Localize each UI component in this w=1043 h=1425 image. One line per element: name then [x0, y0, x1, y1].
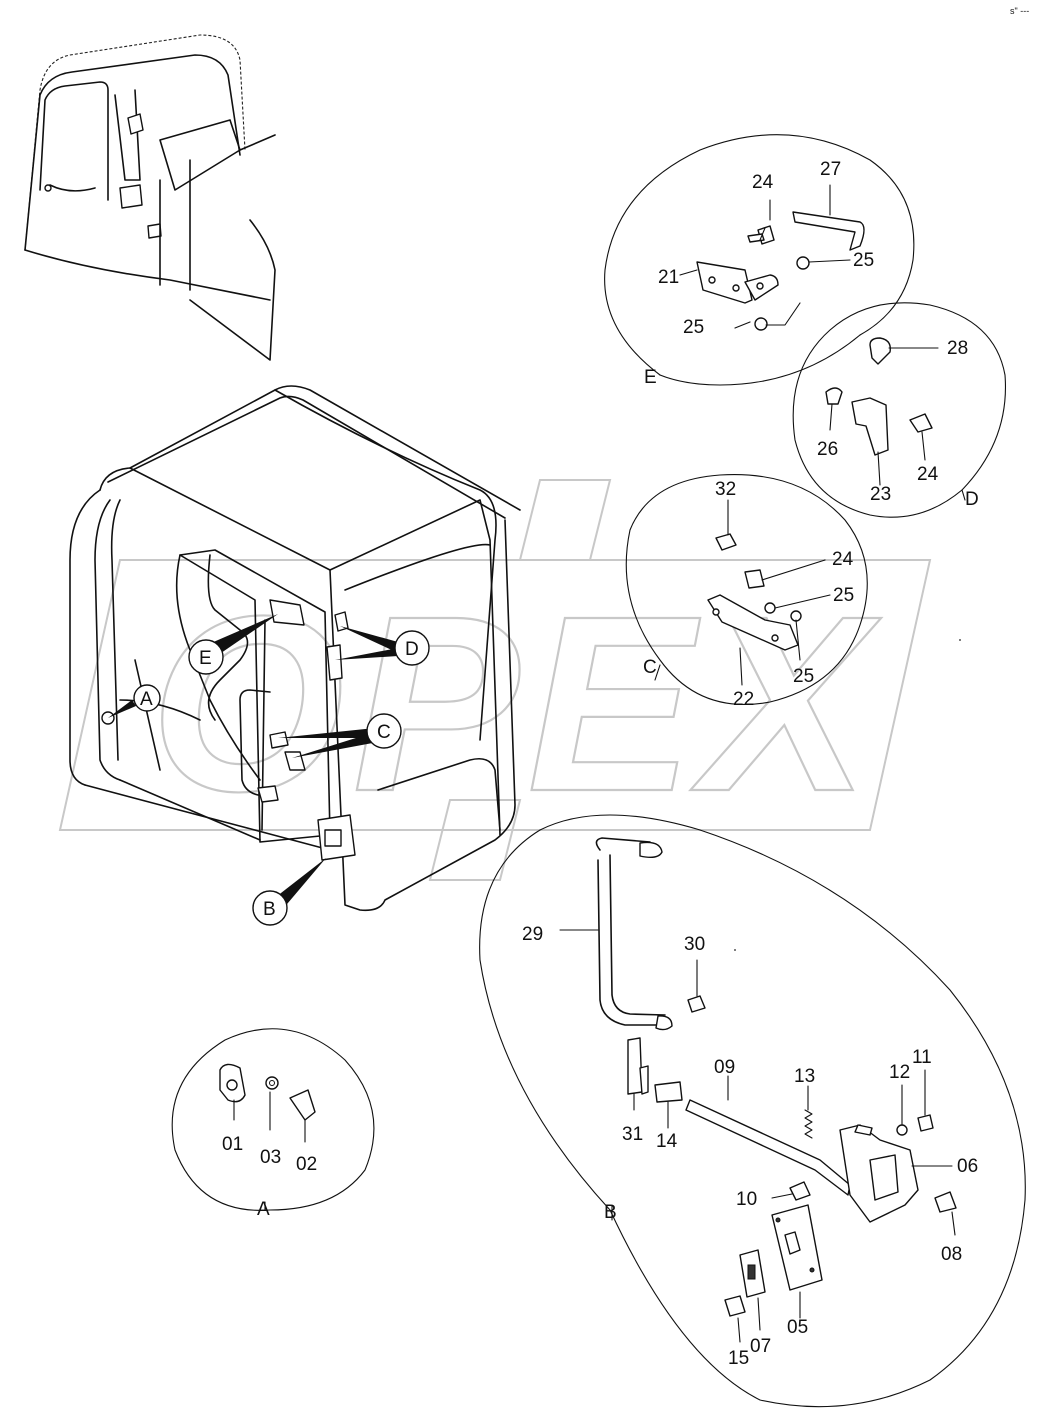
part-25-c2: 25 [793, 666, 814, 687]
main-callout-b: B [263, 899, 276, 920]
part-25-e2: 25 [683, 317, 704, 338]
part-09: 09 [714, 1057, 735, 1078]
part-25-e1: 25 [853, 250, 874, 271]
detail-c-label: C [643, 657, 657, 678]
part-03: 03 [260, 1147, 281, 1168]
part-12: 12 [889, 1062, 910, 1083]
part-10: 10 [736, 1189, 757, 1210]
detail-d: 28 26 24 23 D [792, 302, 1007, 518]
part-25-c1: 25 [833, 585, 854, 606]
part-27: 27 [820, 159, 841, 180]
part-24-d: 24 [917, 464, 939, 485]
part-31: 31 [622, 1124, 643, 1145]
part-15: 15 [728, 1348, 749, 1369]
detail-b-label: B [604, 1202, 617, 1223]
detail-b: 29 30 31 14 09 13 12 11 06 10 08 05 07 1… [479, 814, 1026, 1408]
cab-assembly [69, 385, 521, 912]
main-callouts: A E D C B [133, 630, 430, 926]
part-14: 14 [656, 1131, 678, 1152]
part-11: 11 [912, 1047, 932, 1068]
corner-mark: s" --- [1010, 6, 1029, 16]
main-callout-e: E [199, 648, 212, 669]
part-02: 02 [296, 1154, 317, 1175]
detail-a: 01 03 02 A [171, 1028, 375, 1220]
detail-c: 32 24 25 25 22 C [625, 473, 868, 710]
part-26: 26 [817, 439, 838, 460]
part-21: 21 [658, 267, 679, 288]
main-callout-c: C [377, 722, 391, 743]
part-24-e: 24 [752, 172, 774, 193]
detail-d-label: D [965, 489, 979, 510]
part-07: 07 [750, 1336, 771, 1357]
part-06: 06 [957, 1156, 978, 1177]
part-28: 28 [947, 338, 968, 359]
part-13: 13 [794, 1066, 815, 1087]
part-30: 30 [684, 934, 705, 955]
main-callout-d: D [405, 639, 419, 660]
detail-e-label: E [644, 367, 657, 388]
part-22: 22 [733, 689, 754, 710]
part-24-c: 24 [832, 549, 854, 570]
machine-overview [24, 34, 276, 361]
part-01: 01 [222, 1134, 243, 1155]
detail-a-label: A [257, 1199, 270, 1220]
main-callout-a: A [140, 689, 153, 710]
part-05: 05 [787, 1317, 808, 1338]
part-32: 32 [715, 479, 736, 500]
part-23: 23 [870, 484, 891, 505]
detail-e: 24 27 25 21 25 E [604, 134, 915, 388]
part-08: 08 [941, 1244, 962, 1265]
part-29: 29 [522, 924, 543, 945]
